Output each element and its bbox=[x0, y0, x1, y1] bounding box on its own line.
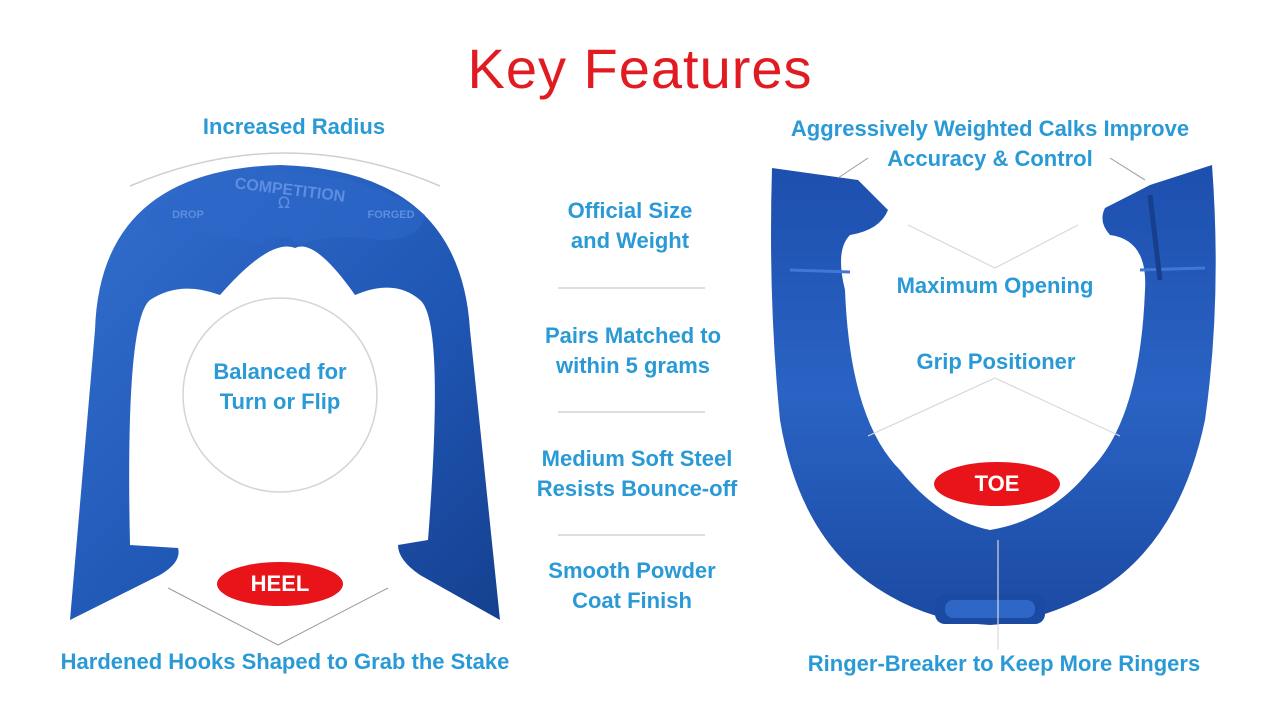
page-title: Key Features bbox=[467, 37, 813, 100]
feature-line: within 5 grams bbox=[555, 353, 711, 378]
feature-line: Smooth Powder bbox=[548, 558, 716, 583]
balanced-label-line: Turn or Flip bbox=[219, 389, 341, 414]
feature-line: and Weight bbox=[570, 228, 690, 253]
balance-circle bbox=[182, 297, 378, 493]
ringer-breaker-label: Ringer-Breaker to Keep More Ringers bbox=[807, 651, 1201, 676]
maximum-opening-label: Maximum Opening bbox=[896, 273, 1094, 298]
calks-label-line: Aggressively Weighted Calks Improve bbox=[790, 116, 1190, 141]
heel-badge: HEEL bbox=[217, 562, 343, 606]
weighted-calks-label: Aggressively Weighted Calks Improve Accu… bbox=[760, 114, 1220, 174]
calks-label-line: Accuracy & Control bbox=[887, 146, 1093, 171]
grip-pointer bbox=[867, 377, 1121, 437]
feature-line: Medium Soft Steel bbox=[541, 446, 733, 471]
feature-soft-steel: Medium Soft Steel Resists Bounce-off bbox=[505, 444, 769, 504]
feature-line: Pairs Matched to bbox=[544, 323, 722, 348]
left-horseshoe: COMPETITION Ω DROP FORGED bbox=[70, 165, 500, 620]
feature-line: Official Size bbox=[567, 198, 693, 223]
stamp-right-text: FORGED bbox=[367, 209, 414, 221]
hooks-pointer bbox=[167, 587, 389, 646]
feature-powder-coat: Smooth Powder Coat Finish bbox=[510, 556, 754, 616]
calks-pointer-right bbox=[1109, 157, 1146, 181]
stamp-symbol: Ω bbox=[278, 193, 290, 212]
stamp-left-text: DROP bbox=[172, 209, 204, 221]
toe-badge: TOE bbox=[934, 462, 1060, 506]
radius-arc bbox=[129, 152, 441, 187]
grip-positioner-label: Grip Positioner bbox=[916, 349, 1076, 374]
balanced-label: Balanced for Turn or Flip bbox=[160, 357, 400, 417]
hardened-hooks-label: Hardened Hooks Shaped to Grab the Stake bbox=[60, 649, 510, 674]
balanced-label-line: Balanced for bbox=[213, 359, 347, 384]
calks-pointer-left bbox=[837, 157, 869, 179]
right-horseshoe bbox=[771, 165, 1216, 625]
feature-pairs-matched: Pairs Matched to within 5 grams bbox=[510, 321, 756, 381]
feature-line: Coat Finish bbox=[572, 588, 692, 613]
feature-line: Resists Bounce-off bbox=[536, 476, 738, 501]
opening-pointer bbox=[907, 224, 1079, 269]
increased-radius-label: Increased Radius bbox=[202, 114, 386, 139]
feature-official-size: Official Size and Weight bbox=[510, 196, 750, 256]
